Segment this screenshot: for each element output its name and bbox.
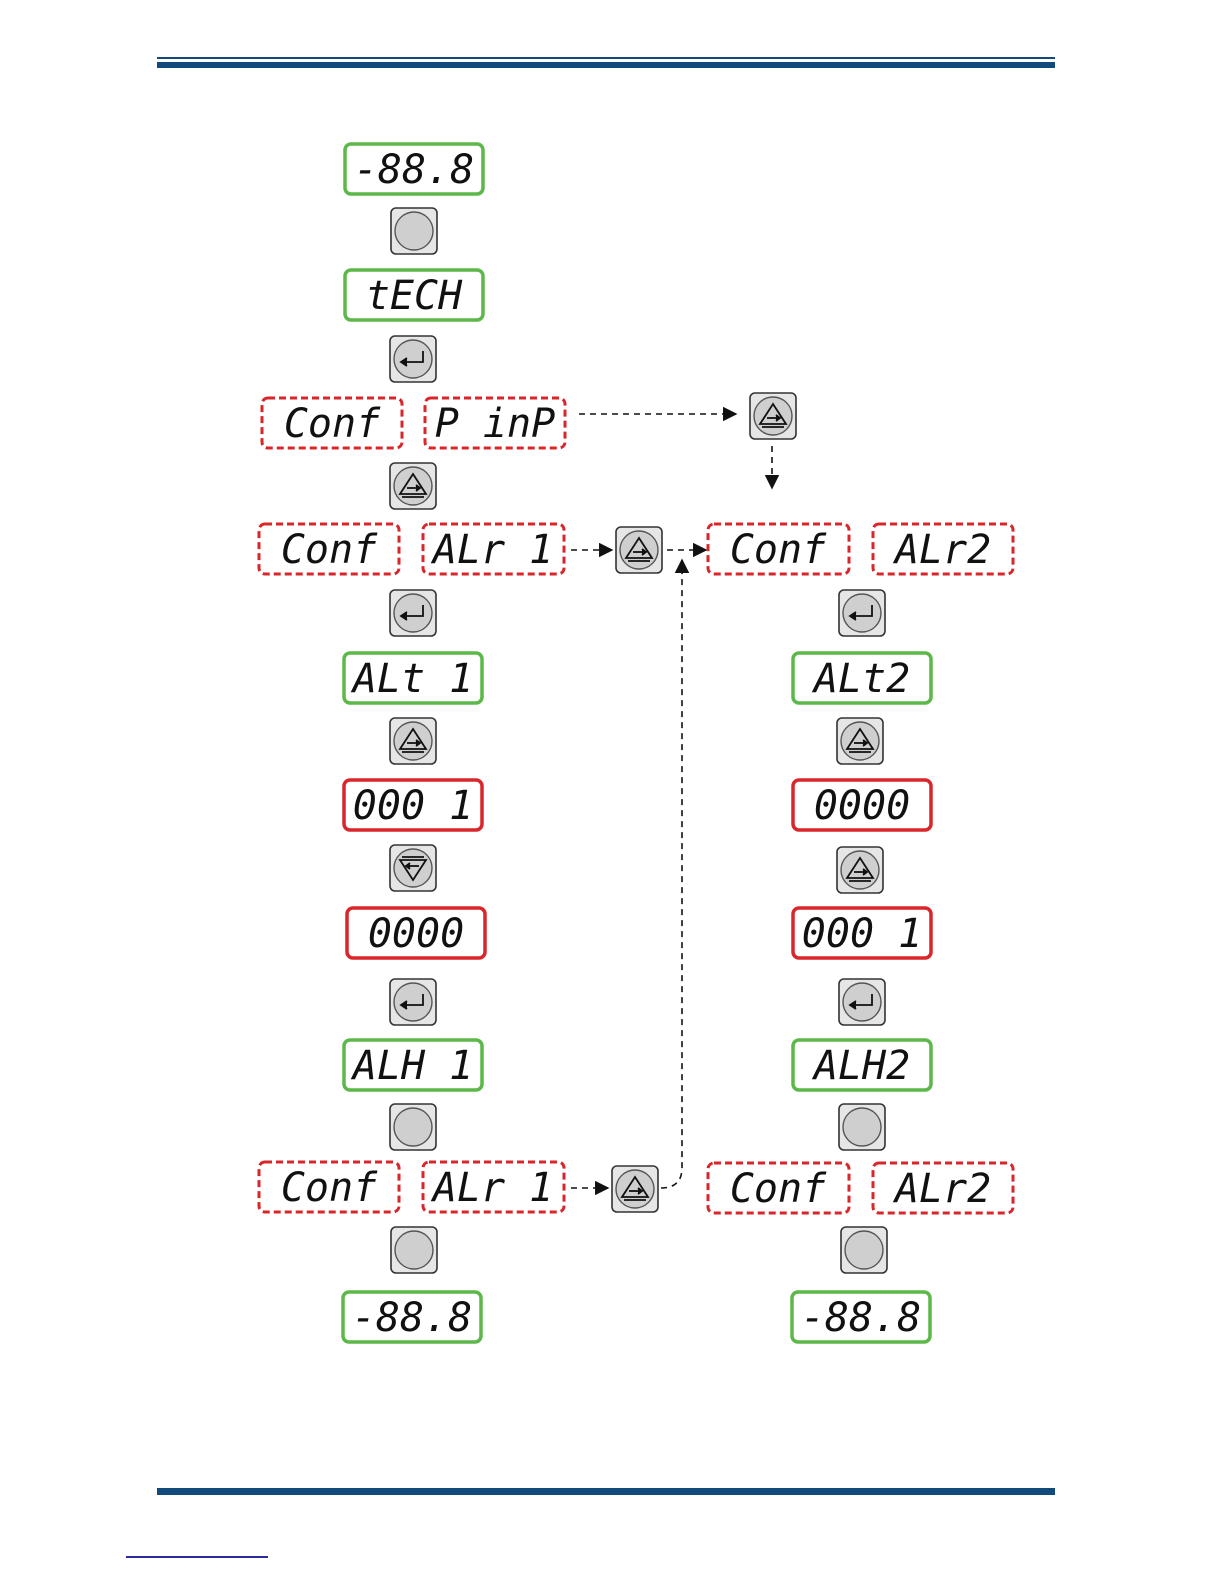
keypad-button-blank (841, 1227, 887, 1273)
lcd-display-value-2b: 000 1 (793, 908, 931, 958)
lcd-display-end-1: -88.8 (343, 1292, 481, 1342)
svg-text:Conf: Conf (730, 1166, 827, 1212)
lcd-display-alr1-b: ALr 1 (423, 1162, 564, 1212)
lcd-display-value-2a: 0000 (793, 780, 931, 830)
svg-text:Conf: Conf (284, 401, 381, 447)
keypad-button-enter (390, 979, 436, 1025)
svg-text:ALr2: ALr2 (892, 1166, 991, 1212)
lcd-display-conf-2: Conf (259, 524, 399, 574)
lcd-display-alt1: ALt 1 (344, 653, 482, 703)
svg-text:Conf: Conf (281, 1165, 378, 1211)
svg-text:ALH 1: ALH 1 (350, 1043, 473, 1089)
button-layer (390, 208, 887, 1273)
svg-text:-88.8: -88.8 (352, 1295, 472, 1341)
svg-text:ALr2: ALr2 (892, 527, 991, 573)
svg-text:-88.8: -88.8 (801, 1295, 921, 1341)
lcd-display-alr2-a: ALr2 (873, 524, 1013, 574)
keypad-button-blank (390, 1104, 436, 1150)
lcd-display-pinp: P inP (425, 398, 565, 448)
svg-text:Conf: Conf (281, 527, 378, 573)
svg-text:P inP: P inP (435, 401, 555, 447)
svg-text:000 1: 000 1 (353, 783, 473, 829)
keypad-button-up (390, 718, 436, 764)
connector-loop-back (661, 560, 682, 1188)
lcd-display-end-2: -88.8 (792, 1292, 930, 1342)
svg-text:Conf: Conf (730, 527, 827, 573)
lcd-display-start: -88.8 (345, 144, 483, 194)
keypad-button-enter (390, 590, 436, 636)
footer-link-underline (126, 1556, 268, 1558)
lcd-display-conf-5: Conf (708, 1163, 849, 1213)
header-rule (157, 57, 1055, 69)
keypad-button-blank (391, 1227, 437, 1273)
svg-text:ALH2: ALH2 (811, 1043, 910, 1089)
footer-rule (157, 1488, 1055, 1495)
keypad-button-up (616, 527, 662, 573)
svg-text:tECH: tECH (366, 273, 463, 319)
svg-text:-88.8: -88.8 (354, 147, 474, 193)
keypad-button-up (750, 393, 796, 439)
lcd-display-conf-1: Conf (262, 398, 402, 448)
lcd-display-value-1b: 0000 (347, 908, 485, 958)
svg-text:0000: 0000 (368, 911, 464, 957)
svg-text:ALt 1: ALt 1 (350, 656, 473, 702)
lcd-display-alr1-a: ALr 1 (423, 524, 564, 574)
lcd-display-conf-3: Conf (708, 524, 849, 574)
svg-text:ALr 1: ALr 1 (430, 527, 553, 573)
svg-text:000 1: 000 1 (802, 911, 922, 957)
svg-text:ALt2: ALt2 (811, 656, 910, 702)
keypad-button-enter (839, 979, 885, 1025)
lcd-display-alt2: ALt2 (793, 653, 931, 703)
keypad-button-blank (839, 1104, 885, 1150)
lcd-display-value-1a: 000 1 (344, 780, 482, 830)
lcd-display-alh1: ALH 1 (344, 1040, 482, 1090)
lcd-display-alr2-b: ALr2 (873, 1163, 1013, 1213)
lcd-display-conf-4: Conf (259, 1162, 399, 1212)
keypad-button-enter (839, 590, 885, 636)
svg-text:0000: 0000 (814, 783, 910, 829)
keypad-button-up (390, 463, 436, 509)
keypad-button-blank (391, 208, 437, 254)
svg-text:ALr 1: ALr 1 (430, 1165, 553, 1211)
lcd-display-tech: tECH (345, 270, 483, 320)
keypad-button-up (612, 1166, 658, 1212)
keypad-button-enter (390, 336, 436, 382)
keypad-button-up (837, 718, 883, 764)
keypad-button-down (390, 845, 436, 891)
keypad-button-up (837, 847, 883, 893)
lcd-display-alh2: ALH2 (793, 1040, 931, 1090)
